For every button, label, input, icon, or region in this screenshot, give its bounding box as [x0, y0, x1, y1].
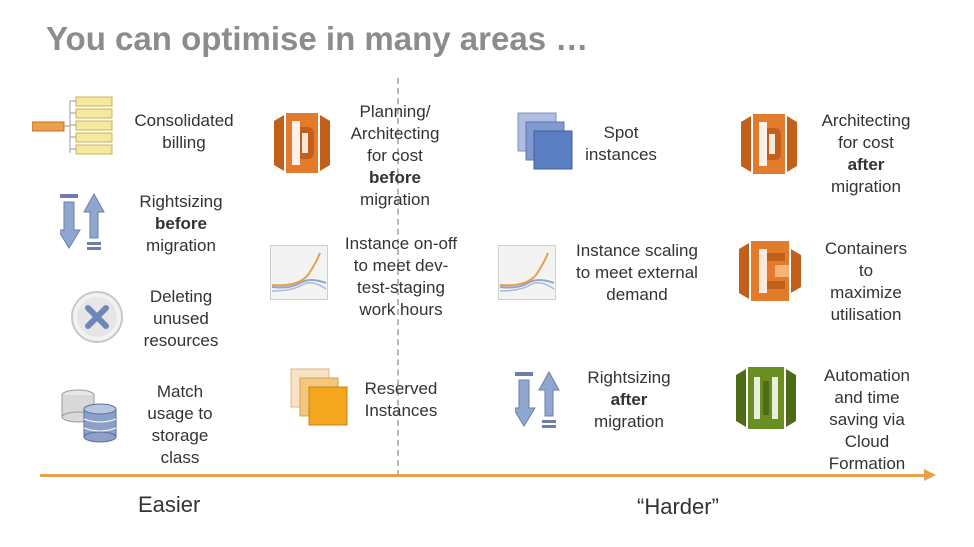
delete-x-icon — [70, 290, 124, 344]
divider-line — [397, 78, 399, 476]
containers-label: Containers to maximize utilisation — [824, 239, 908, 324]
instance-scaling-label: Instance scaling to meet external demand — [576, 241, 698, 304]
easier-label: Easier — [138, 492, 201, 517]
axis-arrow-head — [924, 469, 936, 481]
harder-label: “Harder” — [637, 494, 719, 519]
aws-lambda-icon — [274, 109, 330, 177]
billing-hierarchy-icon — [32, 95, 116, 159]
page-title: You can optimise in many areas … — [46, 20, 589, 57]
rightsizing-before-label: Rightsizing before migration — [139, 192, 223, 255]
consolidated-billing-label: Consolidated billing — [134, 111, 234, 152]
deleting-unused-label: Deleting unused resources — [143, 287, 219, 350]
aws-ecs-icon — [739, 239, 801, 303]
match-storage-label: Match usage to storage class — [147, 382, 213, 467]
automation-label: Automation and time saving via Cloud For… — [824, 366, 910, 473]
reserved-instances-icon — [289, 367, 351, 427]
aws-lambda-icon — [741, 110, 797, 178]
scaling-chart-icon — [498, 245, 556, 301]
rightsizing-arrows-icon — [60, 192, 120, 252]
spot-instances-icon — [516, 111, 576, 173]
instance-onoff-label: Instance on-off to meet dev- test-stagin… — [344, 234, 458, 319]
rightsizing-arrows-icon — [515, 370, 575, 430]
aws-cloudformation-icon — [736, 365, 796, 431]
architecting-after-label: Architecting for cost after migration — [821, 111, 911, 196]
reserved-instances-label: Reserved Instances — [364, 379, 438, 420]
storage-db-icon — [60, 385, 118, 443]
spot-instances-label: Spot instances — [585, 123, 657, 164]
rightsizing-after-label: Rightsizing after migration — [587, 368, 671, 431]
planning-before-label: Planning/ Architecting for cost before m… — [350, 102, 440, 209]
scaling-chart-icon — [270, 245, 328, 301]
difficulty-axis — [40, 474, 926, 477]
